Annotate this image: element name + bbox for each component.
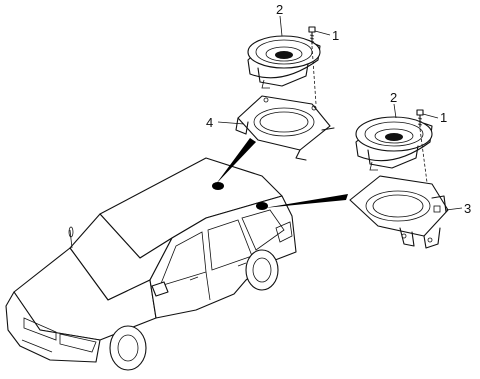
callout-top-screw: 1 (332, 28, 339, 43)
leader-right-speaker (393, 103, 397, 119)
callout-top-bracket: 4 (206, 115, 213, 130)
top-speaker-assembly (235, 26, 335, 161)
pointer-top-assembly (216, 138, 256, 184)
right-speaker (355, 116, 433, 171)
leader-right-bracket (445, 207, 463, 211)
top-screw (308, 26, 317, 105)
right-speaker-assembly (349, 109, 449, 249)
pointer-right-assembly (264, 194, 348, 208)
top-bracket (235, 95, 335, 161)
callout-right-screw: 1 (440, 110, 447, 125)
leader-top-bracket (217, 121, 245, 125)
callout-right-speaker: 2 (390, 90, 397, 105)
right-screw (416, 109, 429, 191)
callout-right-bracket: 3 (464, 201, 471, 216)
callout-top-speaker: 2 (276, 2, 283, 17)
rear-speaker-location-mark (256, 202, 268, 210)
leader-right-screw (422, 113, 439, 119)
car-illustration (5, 157, 297, 371)
front-speaker-location-mark (212, 182, 224, 190)
leader-top-screw (314, 30, 331, 36)
top-speaker (247, 35, 321, 89)
right-bracket (349, 175, 449, 249)
leader-top-speaker (279, 15, 283, 37)
